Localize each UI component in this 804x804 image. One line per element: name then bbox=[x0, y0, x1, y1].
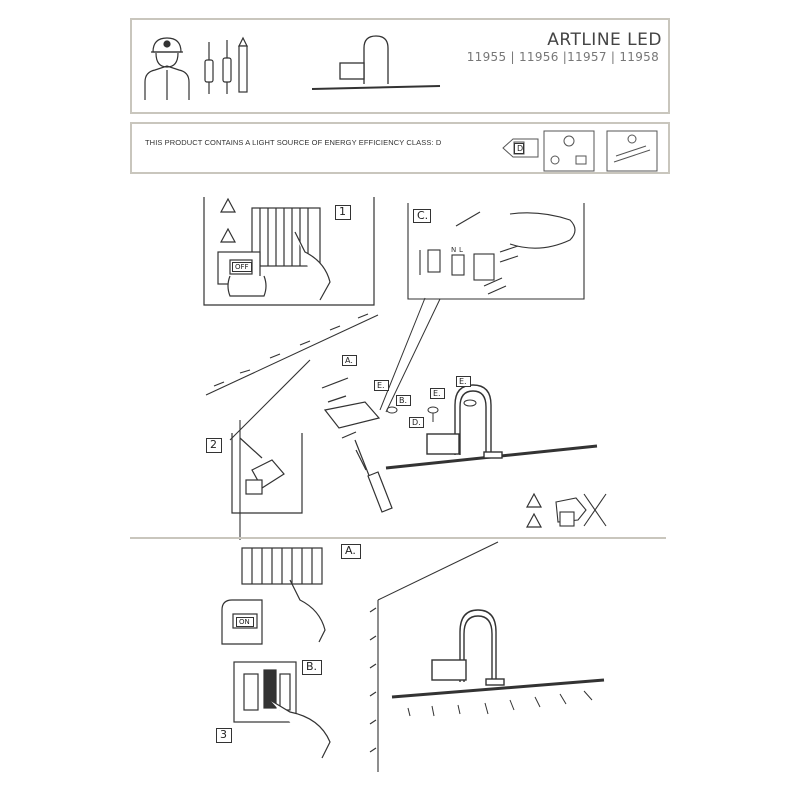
label-c: C. bbox=[413, 209, 431, 223]
step1-panel bbox=[203, 197, 375, 306]
light-rays bbox=[407, 690, 593, 717]
label-e: E. bbox=[374, 380, 389, 391]
replace-part-icon bbox=[606, 130, 658, 172]
step-label-b: B. bbox=[302, 660, 322, 675]
wiring-panel bbox=[407, 203, 585, 300]
section-divider bbox=[130, 537, 666, 539]
label-b: B. bbox=[396, 395, 411, 406]
product-title: ARTLINE LED bbox=[547, 30, 662, 50]
step2-panel bbox=[231, 433, 303, 514]
switch-off-label: OFF bbox=[232, 262, 252, 272]
step-number-3: 3 bbox=[216, 728, 232, 743]
header-box bbox=[130, 18, 670, 114]
mounting-bracket bbox=[321, 377, 381, 471]
screwdriver-icon bbox=[354, 439, 393, 513]
installer-icon bbox=[144, 37, 190, 100]
step-label-a: A. bbox=[341, 544, 361, 559]
screw-icon bbox=[386, 399, 477, 422]
pencil-icon bbox=[238, 36, 248, 93]
wire-n-label: N bbox=[451, 246, 457, 254]
screwdriver-icon bbox=[222, 40, 232, 94]
step3-switch bbox=[233, 661, 331, 759]
label-a: A. bbox=[342, 355, 357, 366]
energy-notice: THIS PRODUCT CONTAINS A LIGHT SOURCE OF … bbox=[145, 138, 442, 147]
label-e: E. bbox=[456, 376, 471, 387]
product-codes: 11955 | 11956 |11957 | 11958 bbox=[466, 50, 659, 64]
wall-upper bbox=[205, 313, 379, 540]
lamp-installed bbox=[391, 609, 605, 699]
step-number-1: 1 bbox=[335, 205, 351, 220]
label-e: E. bbox=[430, 388, 445, 399]
warning-icon bbox=[525, 492, 543, 528]
no-drill-icon bbox=[555, 493, 607, 527]
wire-l-label: L bbox=[459, 246, 463, 254]
energy-class-badge: D bbox=[514, 143, 524, 154]
lamp-assembly bbox=[385, 384, 598, 470]
step-number-2: 2 bbox=[206, 438, 222, 453]
lamp-icon bbox=[311, 35, 441, 90]
switch-on-label: ON bbox=[236, 617, 254, 627]
lamp-replace-icon bbox=[543, 130, 595, 172]
wall-lower bbox=[369, 541, 499, 772]
step3-breaker bbox=[221, 547, 326, 645]
screwdriver-icon bbox=[204, 42, 214, 94]
label-d: D. bbox=[409, 417, 424, 428]
